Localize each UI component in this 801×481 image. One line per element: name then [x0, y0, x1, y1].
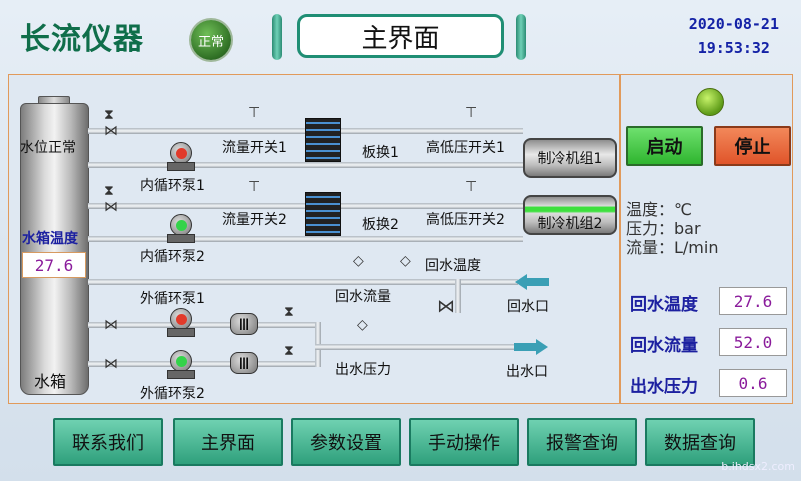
- start-button[interactable]: 启动: [626, 126, 703, 166]
- valve-c1-lower-icon[interactable]: ⋈: [104, 123, 118, 139]
- return-flow-sensor-icon: ◇: [353, 253, 364, 269]
- title-decor-right: [516, 14, 526, 60]
- reading-outlet-pressure-label: 出水压力: [630, 377, 698, 397]
- status-badge: 正常: [191, 20, 231, 60]
- tank-name: 水箱: [34, 372, 67, 391]
- pressure-switch1-icon: ⊤: [465, 105, 478, 121]
- date-text: 2020-08-21: [688, 15, 779, 33]
- units-flow: 流量：L/min: [626, 238, 719, 257]
- pump-external2-label: 外循环泵2: [140, 386, 205, 402]
- flow-switch2-icon: ⊤: [248, 179, 261, 195]
- return-port-label: 回水口: [507, 299, 549, 315]
- valve-ext1-icon[interactable]: ⋈: [104, 317, 118, 333]
- chiller-unit2-label: 制冷机组2: [537, 216, 603, 232]
- pipe-return: [88, 279, 518, 285]
- valve-ext1-check-icon[interactable]: ⧗: [284, 304, 294, 320]
- nav-contact-us[interactable]: 联系我们: [53, 418, 163, 466]
- valve-c2-lower-icon[interactable]: ⋈: [104, 199, 118, 215]
- chiller-unit1[interactable]: 制冷机组1: [523, 138, 617, 178]
- units-legend: 温度：℃ 压力：bar 流量：L/min: [626, 200, 718, 257]
- pump-internal1-label: 内循环泵1: [140, 178, 205, 194]
- pump-internal2-label: 内循环泵2: [140, 249, 205, 265]
- run-indicator-icon: [696, 88, 724, 116]
- pipe-c2-bottom: [88, 236, 523, 242]
- pressure-switch2-icon: ⊤: [465, 179, 478, 195]
- valve-ext2-check-icon[interactable]: ⧗: [284, 343, 294, 359]
- pipe-ext-lower: [88, 361, 318, 367]
- pump-external2-icon[interactable]: [170, 350, 192, 372]
- pump-internal2-base: [167, 234, 195, 243]
- pump-external1-icon[interactable]: [170, 308, 192, 330]
- return-temp-label: 回水温度: [425, 258, 481, 274]
- flow-switch1-icon: ⊤: [248, 105, 261, 121]
- date-time: 2020-08-21 19:53:32: [689, 12, 779, 60]
- bypass-valve-icon[interactable]: ⋈: [437, 296, 455, 317]
- filter1-icon: Ⅲ: [230, 313, 258, 335]
- watermark: b.ihdsx2.com: [721, 460, 795, 473]
- pump-internal1-status-icon: [175, 147, 187, 159]
- outlet-pressure-label: 出水压力: [335, 362, 391, 378]
- pump-internal1-icon[interactable]: [170, 142, 192, 164]
- pump-external1-label: 外循环泵1: [140, 291, 205, 307]
- outlet-port-label: 出水口: [506, 364, 548, 380]
- reading-return-temp-label: 回水温度: [630, 295, 698, 315]
- flow-switch1-label: 流量开关1: [222, 140, 287, 156]
- pipe-bypass: [455, 279, 461, 313]
- return-flow-label: 回水流量: [335, 289, 391, 305]
- heat-exchanger1-label: 板换1: [362, 145, 399, 161]
- title-decor-left: [272, 14, 282, 60]
- pressure-switch2-label: 高低压开关2: [426, 212, 505, 228]
- units-pressure: 压力：bar: [626, 219, 701, 238]
- nav-manual[interactable]: 手动操作: [409, 418, 519, 466]
- pump-external1-base: [167, 328, 195, 337]
- outlet-port-arrow-icon: [536, 339, 548, 355]
- tank-temp-value: 27.6: [22, 252, 86, 278]
- stop-button[interactable]: 停止: [714, 126, 791, 166]
- time-text: 19:53:32: [697, 39, 770, 57]
- heat-exchanger1-icon: [305, 118, 341, 162]
- pump-internal2-icon[interactable]: [170, 214, 192, 236]
- nav-parameters[interactable]: 参数设置: [291, 418, 401, 466]
- pump-external1-status-icon: [175, 313, 187, 325]
- nav-main[interactable]: 主界面: [173, 418, 283, 466]
- reading-outlet-pressure-value: 0.6: [719, 369, 787, 397]
- chiller-unit2[interactable]: 制冷机组2: [523, 195, 617, 235]
- tank-level-label: 水位正常: [20, 140, 76, 156]
- pipe-ext-upper: [88, 322, 318, 328]
- valve-c1-upper-icon[interactable]: ⧗: [104, 107, 114, 123]
- outlet-port-arrow-tail: [514, 343, 536, 351]
- valve-ext2-icon[interactable]: ⋈: [104, 356, 118, 372]
- return-port-arrow-icon: [515, 274, 527, 290]
- valve-c2-upper-icon[interactable]: ⧗: [104, 183, 114, 199]
- reading-return-flow-label: 回水流量: [630, 336, 698, 356]
- nav-alarms[interactable]: 报警查询: [527, 418, 637, 466]
- pump-external2-base: [167, 370, 195, 379]
- pressure-switch1-label: 高低压开关1: [426, 140, 505, 156]
- pump-external2-status-icon: [175, 355, 187, 367]
- reading-return-flow-value: 52.0: [719, 328, 787, 356]
- nav-data[interactable]: 数据查询: [645, 418, 755, 466]
- brand-logo: 长流仪器: [20, 22, 144, 57]
- page-title: 主界面: [297, 14, 504, 58]
- return-temp-sensor-icon: ◇: [400, 253, 411, 269]
- pump-internal1-base: [167, 162, 195, 171]
- tank-temp-label: 水箱温度: [22, 231, 78, 247]
- heat-exchanger2-icon: [305, 192, 341, 236]
- return-port-arrow-tail: [527, 278, 549, 286]
- reading-return-temp-value: 27.6: [719, 287, 787, 315]
- heat-exchanger2-label: 板换2: [362, 217, 399, 233]
- water-tank: [20, 103, 89, 395]
- pipe-outlet: [315, 344, 515, 350]
- pump-internal2-status-icon: [175, 219, 187, 231]
- flow-switch2-label: 流量开关2: [222, 212, 287, 228]
- units-temp: 温度：℃: [626, 200, 692, 219]
- outlet-pressure-sensor-icon: ◇: [357, 317, 368, 333]
- filter2-icon: Ⅲ: [230, 352, 258, 374]
- pipe-c1-bottom: [88, 162, 523, 168]
